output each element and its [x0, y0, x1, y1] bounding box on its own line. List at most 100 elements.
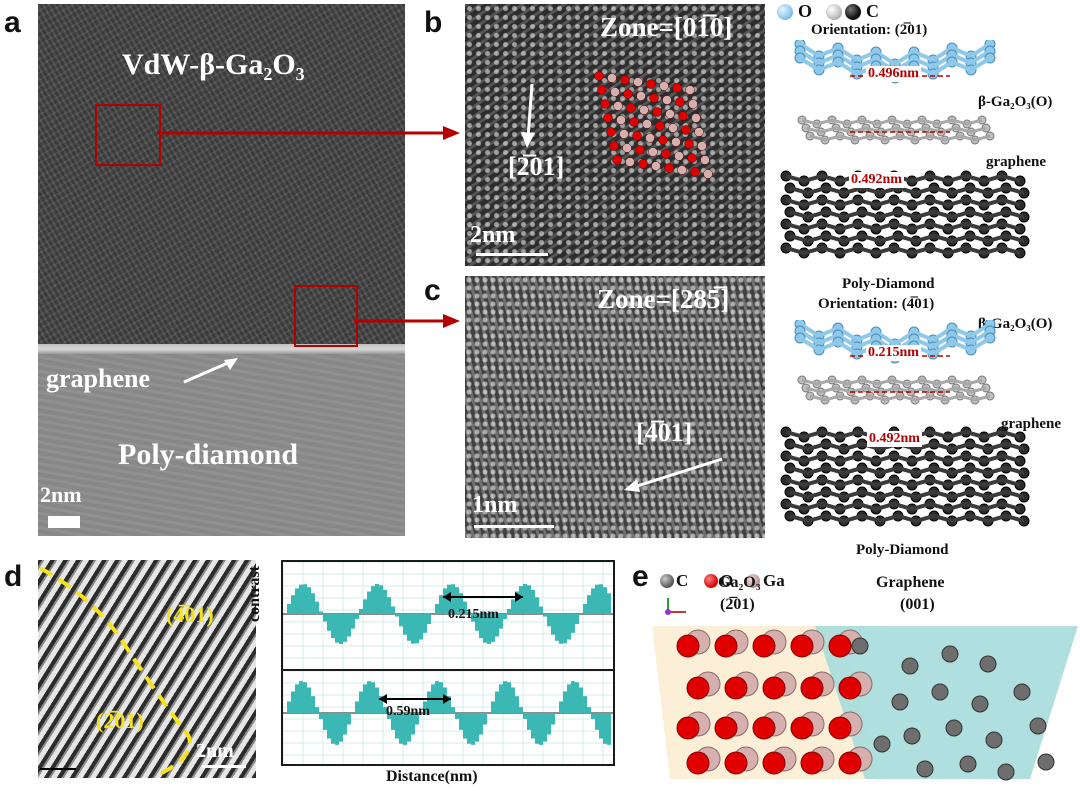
profile-bar	[607, 593, 611, 614]
profile-bar	[323, 713, 327, 730]
top-orientation: Orientation: (2̅01)	[811, 22, 928, 38]
profile-bar	[371, 682, 375, 713]
carbon-legend-icon	[826, 4, 842, 20]
top-layer1-label: β-Ga₂O₃(O)	[978, 94, 1053, 110]
diamond-bond	[785, 221, 1021, 232]
overlay-atom	[612, 155, 622, 165]
profile-bar	[307, 687, 311, 713]
overlay-atom	[681, 125, 691, 135]
profile-bar	[547, 713, 551, 735]
overlay-atom	[687, 153, 697, 163]
panel-d-scale-label: 2nm	[196, 740, 234, 762]
profile-bar	[475, 713, 479, 742]
profile-bar	[347, 614, 351, 637]
profile-bar	[595, 713, 599, 730]
profile-bar	[519, 586, 523, 614]
carbon-atom	[903, 727, 921, 745]
profile-bar	[547, 614, 551, 627]
profile-bar	[523, 713, 527, 719]
overlay-atom	[677, 165, 687, 175]
profile-bar	[403, 614, 407, 635]
overlay-atom	[639, 105, 649, 115]
profile-bar	[383, 589, 387, 614]
axis-triad-icon	[665, 598, 686, 615]
overlay-atom	[638, 159, 648, 169]
arrowhead	[515, 592, 523, 602]
legend-c-label: C	[866, 1, 879, 21]
profile-bar	[559, 614, 563, 644]
overlay-atom	[610, 87, 620, 97]
profile-bar	[339, 614, 343, 644]
overlay-atom	[668, 123, 678, 133]
profile-bar	[571, 681, 575, 713]
profile-bar	[339, 713, 343, 742]
profile-bar	[447, 696, 451, 713]
overlay-atom	[607, 73, 617, 83]
profile-bar	[451, 584, 455, 614]
oxygen-legend-icon	[777, 4, 793, 20]
profile-ylabel: contrast	[246, 566, 263, 622]
overlay-atom	[619, 129, 629, 139]
profile-upper	[281, 560, 615, 671]
panel-e-letter: e	[632, 560, 649, 593]
profile-bar	[427, 614, 431, 624]
bottom-layer2-label: graphene	[1001, 416, 1061, 432]
diamond-bond	[789, 209, 1025, 220]
overlay-atom	[609, 141, 619, 151]
atom-overlay-b	[594, 71, 713, 179]
profile-bar	[519, 707, 523, 713]
overlay-atom	[672, 83, 682, 93]
ga2o3-plane	[652, 626, 880, 779]
profile-bar	[607, 713, 611, 745]
diamond-bond	[785, 501, 1021, 512]
carbon-atom	[997, 763, 1015, 781]
overlay-atom	[635, 145, 645, 155]
carbon-atom	[1013, 683, 1031, 701]
profile-bar	[411, 614, 415, 644]
panel-c-scale-label: 1nm	[472, 492, 518, 518]
profile-bar	[603, 713, 607, 744]
profile-bar	[527, 713, 531, 730]
bottom-substrate-label: Poly-Diamond	[856, 542, 949, 558]
oxygen-atom	[686, 751, 710, 775]
profile-bar	[455, 587, 459, 614]
profile-bar	[439, 595, 443, 614]
carbon-atom	[941, 645, 959, 663]
legend-carbon-icon	[660, 574, 674, 588]
zoom-connectors	[157, 126, 460, 328]
oxygen-atom	[686, 676, 710, 700]
overlay-atom	[625, 157, 635, 167]
panel-c-letter: c	[424, 274, 441, 307]
bottom-layer1-label: β-Ga₂O₃(O)	[978, 316, 1053, 332]
direction-arrow-b-icon	[521, 83, 535, 148]
profile-bar	[327, 614, 331, 631]
oxygen-atom	[800, 751, 824, 775]
overlay-atom	[694, 127, 704, 137]
profile-bar	[315, 601, 319, 614]
profile-bar	[407, 614, 411, 641]
upper-spacing-label: 0.215nm	[448, 607, 499, 622]
top-layer2-label: graphene	[986, 154, 1046, 170]
oxygen-atom	[762, 751, 786, 775]
oxygen-atom	[762, 676, 786, 700]
profile-bar	[371, 586, 375, 614]
profile-bar	[511, 687, 515, 713]
diamond-bond	[785, 245, 1021, 256]
panel-d-scalebar	[202, 765, 246, 768]
profile-bar	[595, 584, 599, 614]
profile-bar	[295, 588, 299, 614]
overlay-atom	[700, 155, 710, 165]
overlay-atom	[658, 135, 668, 145]
graphene-sub: (001)	[900, 596, 935, 613]
diamond-bond	[789, 233, 1025, 244]
profile-bar	[527, 585, 531, 614]
profile-bar	[287, 701, 291, 713]
oxygen-atom	[714, 634, 738, 658]
panel-a-letter: a	[4, 6, 21, 39]
graphene-bond	[801, 378, 983, 386]
profile-bar	[311, 593, 315, 614]
panel-c-tem	[465, 276, 765, 538]
graphene-bond	[805, 126, 987, 134]
profile-bar	[587, 707, 591, 713]
profile-bar	[311, 696, 315, 713]
